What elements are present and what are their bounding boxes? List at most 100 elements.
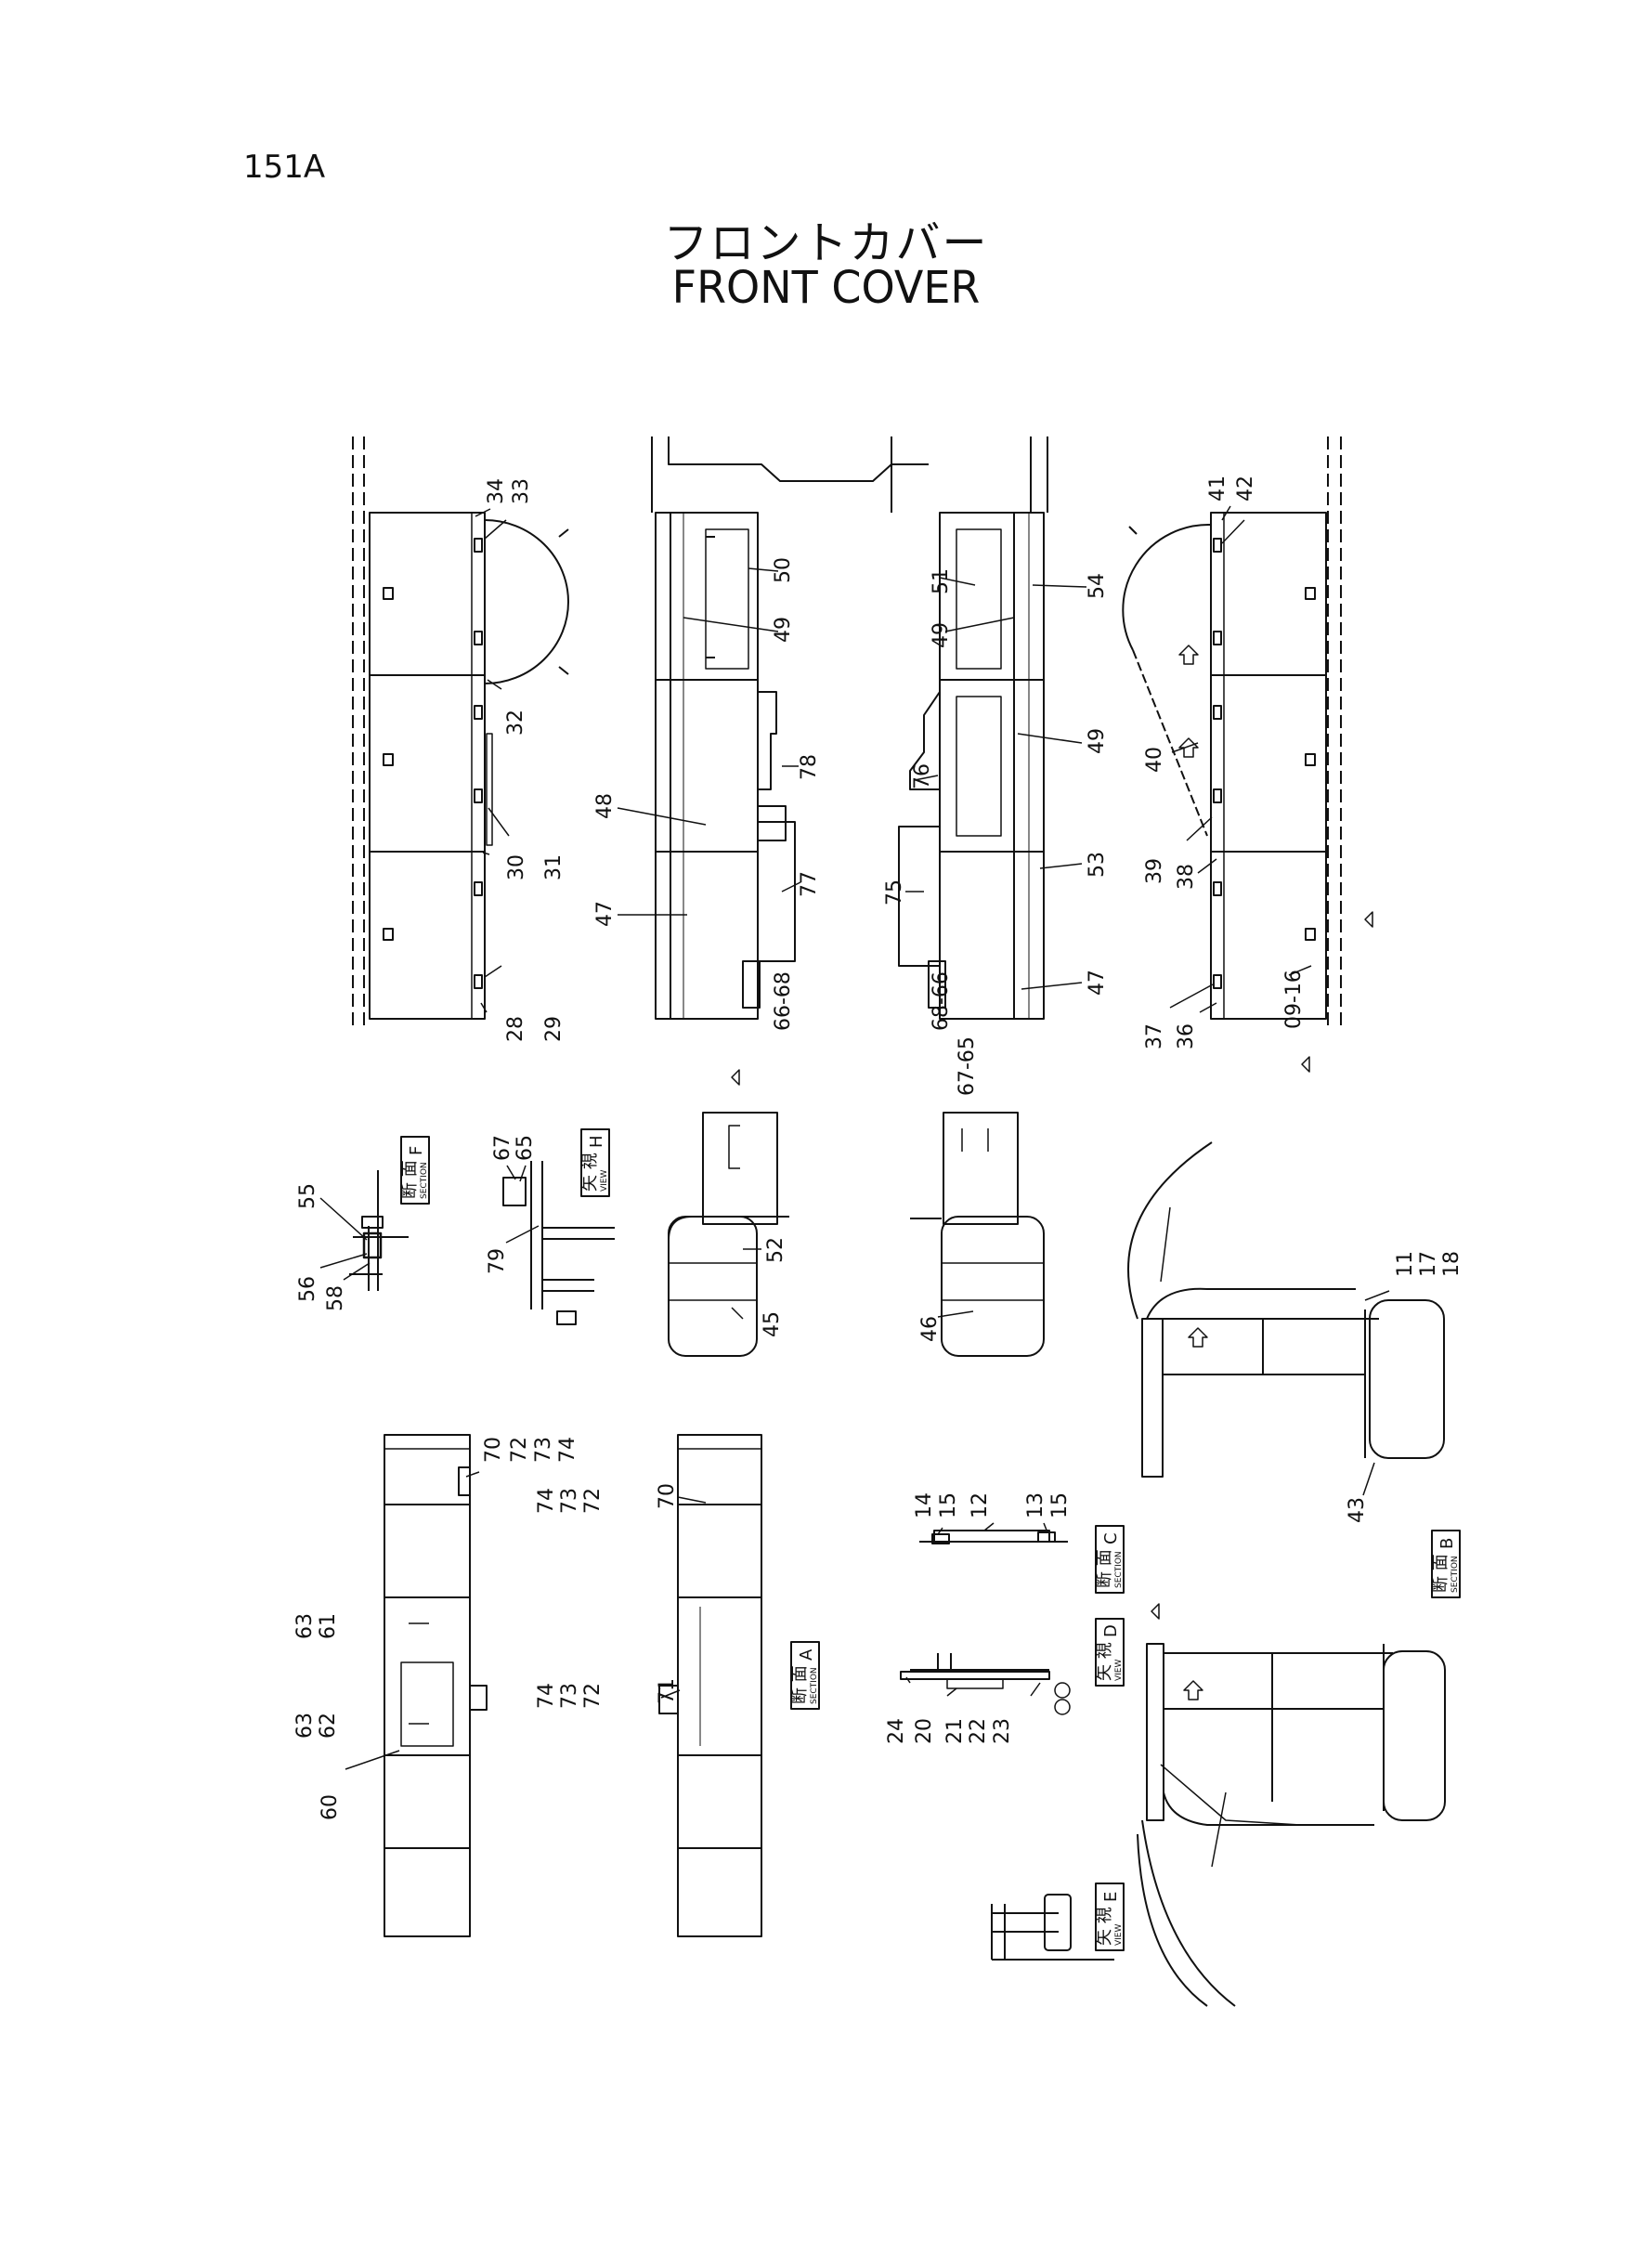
callout: 72: [581, 1683, 605, 1709]
view-label-a: 断 面 SECTION A: [790, 1641, 820, 1710]
callout: 77: [798, 871, 821, 897]
callout: 28: [504, 1016, 527, 1042]
callout: 67-65: [956, 1036, 979, 1096]
svg-text:断 面: 断 面: [1095, 1549, 1114, 1588]
view-top-right: [898, 436, 1048, 1020]
callout: 20: [913, 1718, 936, 1744]
callout: 70: [482, 1437, 505, 1463]
section-c-detail: [919, 1530, 1068, 1544]
section-b-perspective: [1127, 1141, 1445, 1478]
callout: 45: [761, 1311, 784, 1337]
ref-circle-25: [1054, 1682, 1071, 1699]
callout: 73: [558, 1488, 581, 1514]
callout: 51: [930, 568, 953, 594]
callout: 31: [542, 854, 566, 880]
callout: 21: [943, 1718, 967, 1744]
view-label-b: 断 面 SECTION B: [1431, 1530, 1461, 1598]
svg-text:SECTION: SECTION: [420, 1162, 429, 1199]
callout: 74: [535, 1683, 558, 1709]
callout: 55: [296, 1183, 319, 1209]
callout: 15: [1048, 1492, 1072, 1518]
svg-text:SECTION: SECTION: [1450, 1556, 1460, 1593]
svg-text:矢 視: 矢 視: [1095, 1907, 1114, 1946]
callout: 56: [296, 1276, 319, 1302]
svg-text:C: C: [1101, 1532, 1121, 1544]
callout: 24: [885, 1718, 908, 1744]
front-cover-detail-left: [668, 1112, 789, 1357]
arrow-marker-right: [1301, 1056, 1310, 1073]
callout: 47: [1086, 970, 1109, 996]
callout: 22: [967, 1718, 990, 1744]
callout: 63: [293, 1713, 317, 1739]
callout: 75: [883, 879, 906, 905]
callout: 34: [485, 478, 508, 504]
section-a-panel-right: [658, 1434, 762, 1937]
svg-text:D: D: [1101, 1624, 1121, 1637]
section-f-detail: [349, 1170, 409, 1291]
view-label-h: 矢 視 VIEW H: [580, 1128, 610, 1197]
callout: 50: [772, 557, 795, 583]
callout: 23: [991, 1718, 1014, 1744]
view-label-c: 断 面 SECTION C: [1095, 1525, 1125, 1594]
view-h-detail: [502, 1161, 615, 1325]
callout: 62: [317, 1713, 340, 1739]
callout: 30: [505, 854, 528, 880]
view-label-f: 断 面 SECTION F: [400, 1136, 430, 1205]
callout: 49: [1086, 728, 1109, 754]
svg-text:断 面: 断 面: [1431, 1554, 1450, 1593]
view-label-d: 矢 視 VIEW D: [1095, 1618, 1125, 1687]
callout: 11: [1394, 1251, 1417, 1277]
callout: 40: [1143, 747, 1166, 773]
callout: 53: [1086, 852, 1109, 878]
callout: 72: [581, 1488, 605, 1514]
callout: 52: [764, 1237, 787, 1263]
view-right-elevation: [1122, 436, 1342, 1031]
svg-text:H: H: [587, 1135, 606, 1148]
callout: 36: [1175, 1023, 1198, 1049]
callout: 70: [656, 1483, 679, 1509]
callout: 33: [510, 478, 533, 504]
svg-text:VIEW: VIEW: [1114, 1660, 1124, 1681]
callout: 32: [504, 710, 527, 736]
callout: 41: [1206, 476, 1229, 502]
callout: 66-68: [772, 971, 795, 1031]
svg-text:SECTION: SECTION: [1114, 1551, 1124, 1588]
callout: 73: [532, 1437, 555, 1463]
callout: 71: [656, 1678, 679, 1704]
cab-perspective-bottom: [1137, 1643, 1446, 2007]
callout: 58: [324, 1285, 347, 1311]
view-left-elevation: [352, 436, 569, 1031]
front-cover-detail-right: [910, 1112, 1045, 1357]
callout: 29: [542, 1016, 566, 1042]
title-english: FRONT COVER: [671, 260, 981, 314]
callout: 18: [1440, 1251, 1463, 1277]
callout: 48: [593, 793, 617, 819]
callout: 68-66: [930, 971, 953, 1031]
callout: 14: [913, 1492, 936, 1518]
view-label-e: 矢 視 VIEW E: [1095, 1883, 1125, 1951]
ref-circle-26: [1054, 1699, 1071, 1715]
callout: 79: [486, 1248, 509, 1274]
callout: 39: [1143, 858, 1166, 884]
view-top-left: [651, 436, 929, 1020]
svg-text:F: F: [407, 1146, 426, 1155]
callout: 60: [319, 1794, 342, 1820]
callout: 74: [535, 1488, 558, 1514]
callout: 63: [293, 1613, 317, 1639]
svg-text:B: B: [1437, 1538, 1457, 1549]
svg-text:VIEW: VIEW: [600, 1170, 609, 1192]
svg-text:断 面: 断 面: [790, 1665, 810, 1704]
svg-text:SECTION: SECTION: [810, 1667, 819, 1704]
arrow-marker-left: [731, 1069, 740, 1086]
page-number: 151A: [243, 149, 326, 186]
callout: 46: [918, 1316, 942, 1342]
callout: 42: [1234, 476, 1257, 502]
callout: 12: [969, 1492, 992, 1518]
callout: 43: [1346, 1497, 1369, 1523]
callout: 49: [772, 617, 795, 643]
svg-text:矢 視: 矢 視: [1095, 1642, 1114, 1681]
callout: 65: [514, 1135, 537, 1161]
view-d-detail: [900, 1653, 1050, 1689]
callout: 72: [508, 1437, 531, 1463]
